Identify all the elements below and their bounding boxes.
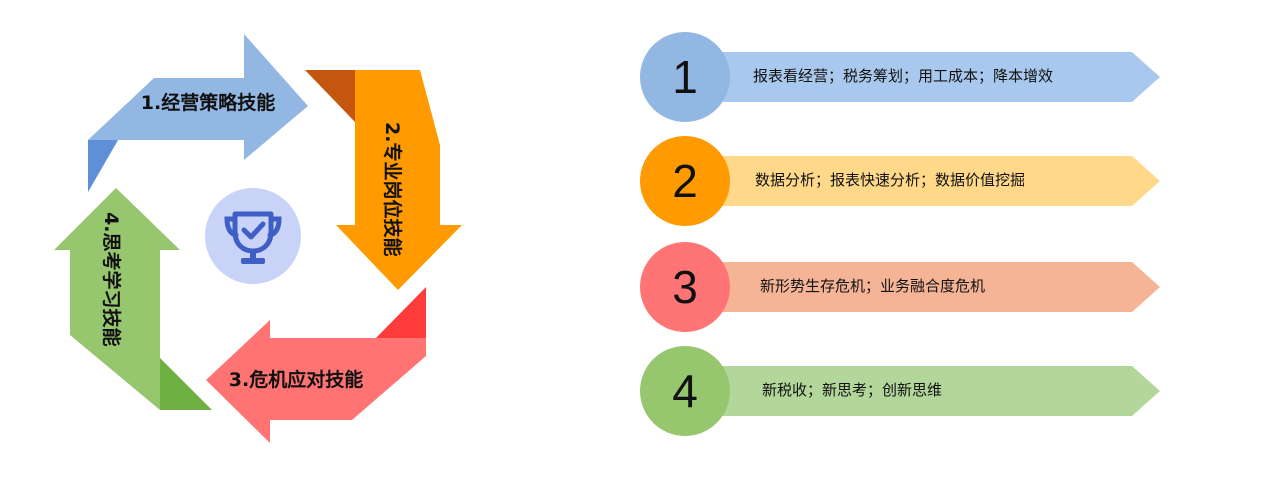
list-item-2: 2 数据分析；报表快速分析；数据价值挖掘: [640, 136, 1170, 226]
arrow-label-2: 2.专业岗位技能: [381, 122, 404, 256]
list-text-2: 数据分析；报表快速分析；数据价值挖掘: [755, 171, 1026, 189]
list-band-4: [680, 366, 1160, 416]
arrow-label-4: 4.思考学习技能: [100, 212, 123, 346]
list-number-3: 3: [640, 242, 730, 332]
list-number-2: 2: [640, 136, 730, 226]
arrow-step-3: 3.危机应对技能: [206, 287, 426, 443]
list-band-3: [680, 262, 1160, 312]
list-text-1: 报表看经营；税务筹划；用工成本；降本增效: [753, 67, 1054, 85]
list-band-2: [680, 156, 1160, 206]
arrow-step-4: 4.思考学习技能: [54, 188, 212, 410]
trophy-badge: [205, 188, 301, 284]
list-number-4: 4: [640, 346, 730, 436]
cycle-diagram: 1.经营策略技能 2.专业岗位技能 3.危机应对技能 4.思考学习技能: [54, 34, 462, 443]
arrow-label-1: 1.经营策略技能: [141, 91, 275, 114]
list-number-1: 1: [640, 32, 730, 122]
arrow-label-3: 3.危机应对技能: [229, 368, 363, 391]
arrow-step-1: 1.经营策略技能: [88, 34, 308, 192]
list-band-1: [680, 52, 1160, 102]
trophy-check-icon: [224, 211, 282, 264]
list-item-4: 4 新税收；新思考；创新思维: [640, 346, 1170, 436]
list-text-4: 新税收；新思考；创新思维: [762, 381, 943, 399]
arrow-step-2: 2.专业岗位技能: [305, 70, 462, 290]
list-item-3: 3 新形势生存危机；业务融合度危机: [640, 242, 1170, 332]
list-text-3: 新形势生存危机；业务融合度危机: [760, 277, 986, 295]
list-item-1: 1 报表看经营；税务筹划；用工成本；降本增效: [640, 32, 1170, 122]
